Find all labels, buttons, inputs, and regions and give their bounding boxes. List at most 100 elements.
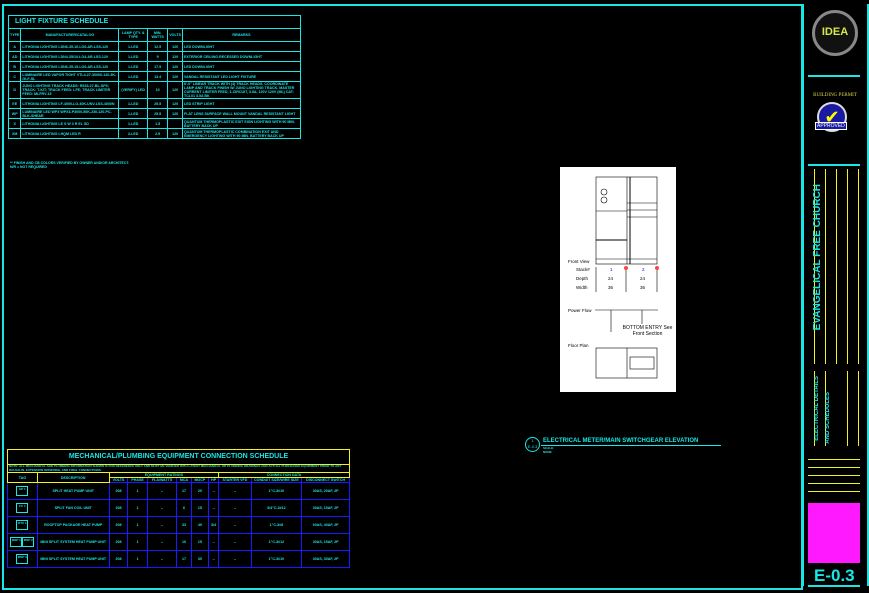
project-name: EVANGELICAL FREE CHURCH: [812, 184, 823, 331]
lfs-header: TYPE: [7, 28, 22, 42]
fixture-remarks: LED STRIP LIGHT: [182, 98, 301, 109]
lfs-notes: ** FINISH AND CB COLORS VERIFIED BY OWNE…: [10, 161, 129, 169]
equipment-hp: --: [208, 550, 220, 568]
width-value: 36: [608, 285, 614, 290]
equipment-starter: --: [218, 516, 252, 534]
fixture-remarks: QUANTUM THERMOPLASTIC COMBINATION EXIT A…: [182, 128, 301, 139]
mps-header: STARTER VFD: [218, 477, 252, 483]
fixture-type: B: [7, 61, 22, 72]
fixture-watts: 17.5: [146, 61, 169, 72]
fixture-lamp: 1-LED: [118, 41, 148, 52]
equipment-fla: --: [146, 499, 178, 517]
sheet-number: E-0.3: [814, 566, 855, 585]
tag-symbol: MSP 1: [10, 537, 23, 547]
equipment-mocp: 15: [190, 499, 210, 517]
equipment-disc: 30AS, 20AF, 2P: [301, 482, 350, 500]
equipment-phase: 1: [127, 516, 148, 534]
detail-number: 1: [531, 438, 534, 443]
fixture-catalog: LITHONIA LIGHTING LE S W 3 R EL SD: [20, 118, 120, 129]
equipment-starter: --: [218, 550, 252, 568]
fixture-catalog: JUNO LIGHTING TRACK HEADS: R633-27-BL-SP…: [20, 81, 120, 99]
mps-header: DESCRIPTION: [36, 472, 110, 483]
tag-symbol: MSP 3: [16, 554, 29, 564]
divider: [808, 585, 860, 587]
lfs-title: LIGHT FIXTURE SCHEDULE: [8, 15, 301, 29]
equipment-fla: --: [146, 533, 178, 551]
equipment-disc: 30AS, 15AF, 2P: [301, 533, 350, 551]
logo-text: IDEA: [821, 26, 849, 38]
fixture-watts: 2.5: [146, 128, 169, 139]
seal-stamp: [808, 503, 860, 563]
equipment-conduit: 1"C-3#8: [250, 516, 303, 534]
lfs-header: MIN. WATTS: [146, 28, 169, 42]
mps-header: DISCONNECT SWITCH: [301, 477, 350, 483]
tag-symbol: HP 1: [16, 486, 29, 496]
equipment-mca: 17: [176, 550, 192, 568]
fixture-type: XM: [7, 128, 22, 139]
fixture-watts: 1.5: [146, 118, 169, 129]
front-view-label: Front View: [568, 259, 590, 264]
elevation-scale: SCALE: NONE: [543, 446, 555, 454]
tag-symbol: RTU 1: [16, 520, 29, 530]
fixture-type: D: [7, 81, 22, 99]
fixture-watts: 25.5: [146, 108, 169, 119]
lfs-header: REMARKS: [182, 28, 301, 42]
fixture-volts: 120: [167, 41, 183, 52]
fixture-lamp: 1-LED: [118, 51, 148, 62]
equipment-mca: 17: [176, 482, 192, 500]
equipment-volts: 208: [108, 516, 129, 534]
fixture-type: A: [7, 41, 22, 52]
mps-title: MECHANICAL/PLUMBING EQUIPMENT CONNECTION…: [7, 449, 350, 465]
equipment-hp: --: [208, 482, 220, 500]
equipment-mocp: 40: [190, 516, 210, 534]
equipment-phase: 1: [127, 482, 148, 500]
equipment-tag: FC 1: [7, 499, 38, 517]
equipment-disc: 30AS, 30AF, 2P: [301, 550, 350, 568]
equipment-volts: 208: [108, 482, 129, 500]
sheet-title: ELECTRICAL DETAILS: [814, 376, 820, 441]
depth-label: Depth: [576, 276, 589, 281]
equipment-phase: 1: [127, 499, 148, 517]
lfs-header: VOLTS: [167, 28, 183, 42]
equipment-volts: 208: [108, 499, 129, 517]
mps-note: NOTE: ALL MECHANICAL AND PLUMBING INFORM…: [7, 464, 350, 473]
lfs-header: LAMP QTY. & TYPE: [118, 28, 148, 42]
equipment-starter: --: [218, 499, 252, 517]
tag-symbol: FC 1: [16, 503, 29, 513]
fixture-type: EE: [7, 98, 22, 109]
title-block: IDEA BUILDING PERMIT ✔APPROVED EVANGELIC…: [802, 4, 869, 587]
fixture-watts: 10: [146, 81, 169, 99]
switchgear-elevation-drawing: Front View Stack# 1 2 Depth 24 24 Width …: [560, 167, 676, 392]
fixture-watts: 9: [146, 51, 169, 62]
fixture-catalog: LITHONIA LIGHTING LDN6-35-15-LO6-AR-LSS-…: [20, 61, 120, 72]
fixture-catalog: LITHONIA LIGHTING LHQM LED R: [20, 128, 120, 139]
fixture-catalog: LUMINAIRE LED WP3 WPX3-P3000-50K-230-120…: [20, 108, 120, 119]
fixture-lamp: 1-LED: [118, 61, 148, 72]
fixture-remarks: QUANTUM THERMOPLASTIC EXIT SIGN LIGHTING…: [182, 118, 301, 129]
lfs-header: MANUFACTURER/CATALOG: [20, 28, 120, 42]
equipment-starter: --: [218, 533, 252, 551]
power-flow-label: Power Flow: [568, 308, 592, 313]
fixture-volts: 120: [167, 81, 183, 99]
equipment-phase: 1: [127, 533, 148, 551]
fixture-catalog: LUMINAIRE LED VAPOR TIGHT VTL4-27-30000-…: [20, 71, 120, 82]
fixture-lamp: 1-LED: [118, 118, 148, 129]
fixture-volts: 120: [167, 71, 183, 82]
equipment-volts: 208: [108, 550, 129, 568]
fixture-lamp: 1-LED: [118, 108, 148, 119]
light-fixture-schedule: LIGHT FIXTURE SCHEDULE TYPE MANUFACTURER…: [7, 15, 301, 139]
equipment-mca: 6: [176, 499, 192, 517]
fixture-volts: [167, 118, 183, 129]
lfs-note: N/R = NOT REQUIRED: [10, 165, 47, 169]
fixture-volts: 120: [167, 61, 183, 72]
equipment-conduit: 3/4"C-3#12: [250, 499, 303, 517]
equipment-mocp: 15: [190, 533, 210, 551]
